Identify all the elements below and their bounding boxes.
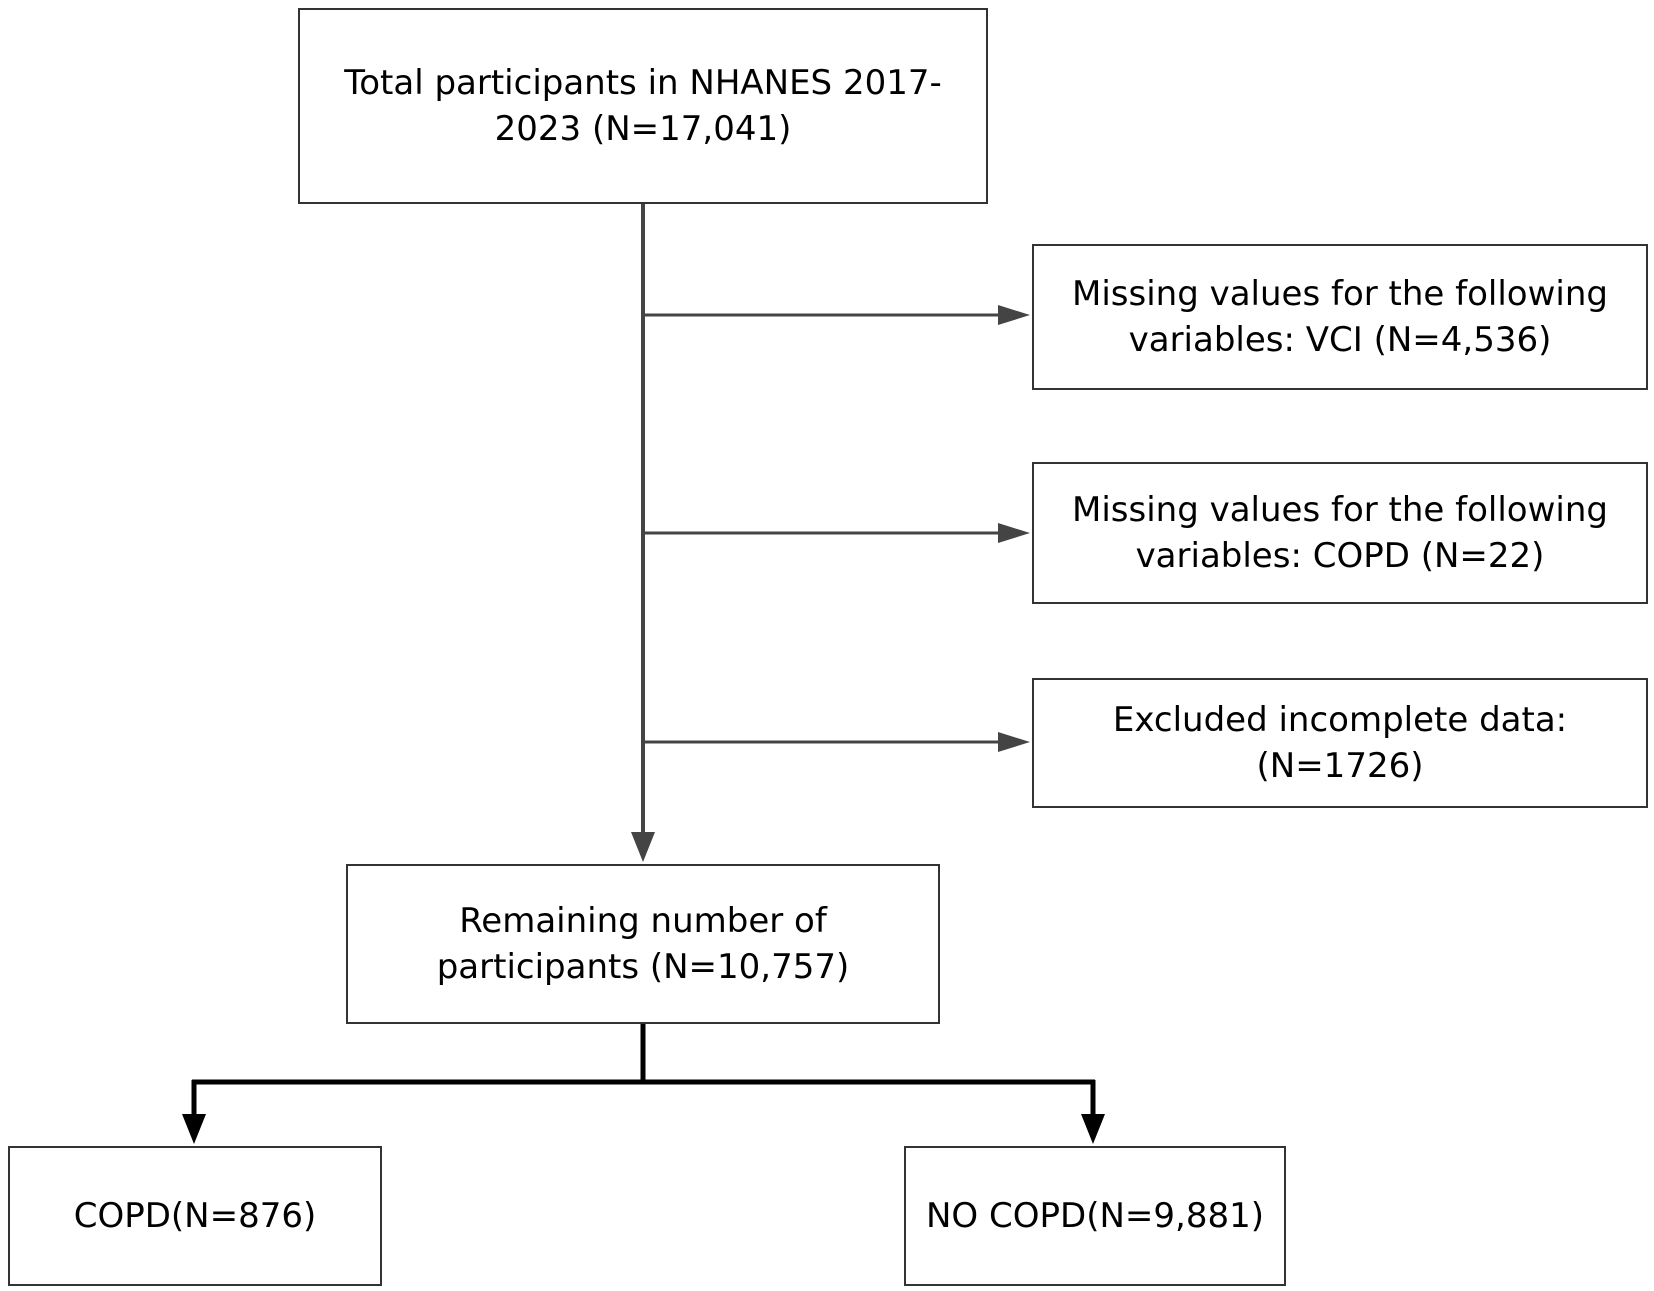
arrowhead-to-missing-copd xyxy=(998,523,1030,543)
node-excluded-line1: Excluded incomplete data: xyxy=(1112,700,1568,740)
node-missing-vci-line2: variables: VCI (N=4,536) xyxy=(1128,320,1552,360)
node-no-copd-label: NO COPD(N=9,881) xyxy=(926,1196,1264,1236)
arrowhead-to-copd xyxy=(182,1114,206,1144)
arrowhead-to-excluded xyxy=(998,732,1030,752)
node-remaining-participants: Remaining number of participants (N=10,7… xyxy=(346,864,940,1024)
node-missing-vci-line1: Missing values for the following xyxy=(1072,274,1608,314)
node-missing-copd: Missing values for the following variabl… xyxy=(1032,462,1648,604)
node-missing-copd-line1: Missing values for the following xyxy=(1072,490,1608,530)
node-total-line2: 2023 (N=17,041) xyxy=(494,109,792,149)
node-no-copd: NO COPD(N=9,881) xyxy=(904,1146,1286,1286)
node-remaining-line1: Remaining number of xyxy=(459,901,827,941)
node-missing-copd-line2: variables: COPD (N=22) xyxy=(1135,536,1545,576)
node-remaining-line2: participants (N=10,757) xyxy=(436,947,850,987)
node-total-participants: Total participants in NHANES 2017- 2023 … xyxy=(298,8,988,204)
node-missing-vci: Missing values for the following variabl… xyxy=(1032,244,1648,390)
node-excluded-incomplete: Excluded incomplete data: (N=1726) xyxy=(1032,678,1648,808)
node-copd-label: COPD(N=876) xyxy=(73,1196,317,1236)
node-copd: COPD(N=876) xyxy=(8,1146,382,1286)
arrowhead-to-remaining xyxy=(631,832,655,862)
arrowhead-to-missing-vci xyxy=(998,305,1030,325)
arrowhead-to-no-copd xyxy=(1081,1114,1105,1144)
node-excluded-line2: (N=1726) xyxy=(1256,746,1424,786)
node-total-line1: Total participants in NHANES 2017- xyxy=(344,63,942,103)
